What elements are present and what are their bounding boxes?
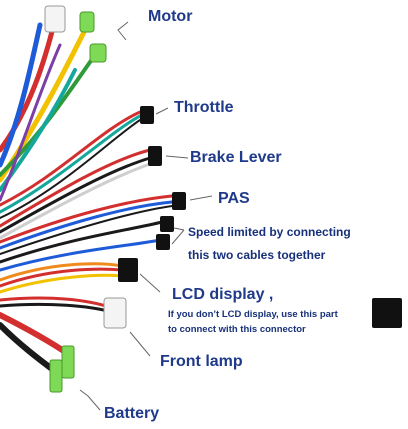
wire-lcd-red [0,267,124,288]
pointer-motor [117,21,129,41]
wire-throttle-black [0,119,141,219]
label-throttle: Throttle [174,99,234,116]
label-pas: PAS [218,190,250,207]
motor-connector-white [44,5,66,33]
pointer-throttle [155,107,169,115]
wire-brake-white [0,162,152,240]
label-lcd-display: LCD display , [172,286,274,303]
front-lamp-connector [103,297,127,329]
label-battery: Battery [104,405,160,422]
wire-pas-black [0,205,173,255]
pointer-battery [79,389,101,411]
label-front-lamp: Front lamp [160,353,243,370]
wire-brake-red [0,148,152,228]
label-lcd-note-line1: If you don’t LCD display, use this part [168,309,338,320]
pointer-front-lamp [129,331,151,357]
label-speed-line1: Speed limited by connecting [188,225,351,239]
lcd-substitute-connector [372,298,402,328]
pointer-pas [189,195,213,201]
pointer-speed [171,227,185,245]
motor-connector-green [79,11,95,33]
label-motor: Motor [148,8,193,25]
label-brake-lever: Brake Lever [190,149,282,166]
pas-connector [172,192,186,210]
throttle-connector [140,106,154,124]
lcd-connector [118,258,138,282]
pointer-lcd [139,273,161,293]
battery-connector-green-1 [61,345,75,379]
motor-connector-green-2 [89,43,107,63]
label-lcd-note-line2: to connect with this connector [168,324,306,335]
wire-throttle-red [0,110,142,207]
wire-pas-blue [0,200,174,250]
pointer-brake [165,155,189,159]
label-speed-line2: this two cables together [188,248,326,262]
wire-motor-blue [0,22,43,168]
wire-pas-red [0,194,174,244]
wire-speed-black [0,220,164,264]
wire-brake-black [0,156,152,234]
speed-connector-2 [156,234,170,250]
battery-connector-green-2 [49,359,63,393]
brake-connector [148,146,162,166]
wire-lamp-black [0,302,114,314]
wire-lcd-yellow [0,273,124,294]
wire-throttle-teal [0,114,142,214]
wire-speed-blue [0,238,162,272]
wire-motor-purple [0,43,62,202]
speed-connector-1 [160,216,174,232]
wire-lamp-red [0,296,114,310]
wire-lcd-orange [0,262,124,282]
